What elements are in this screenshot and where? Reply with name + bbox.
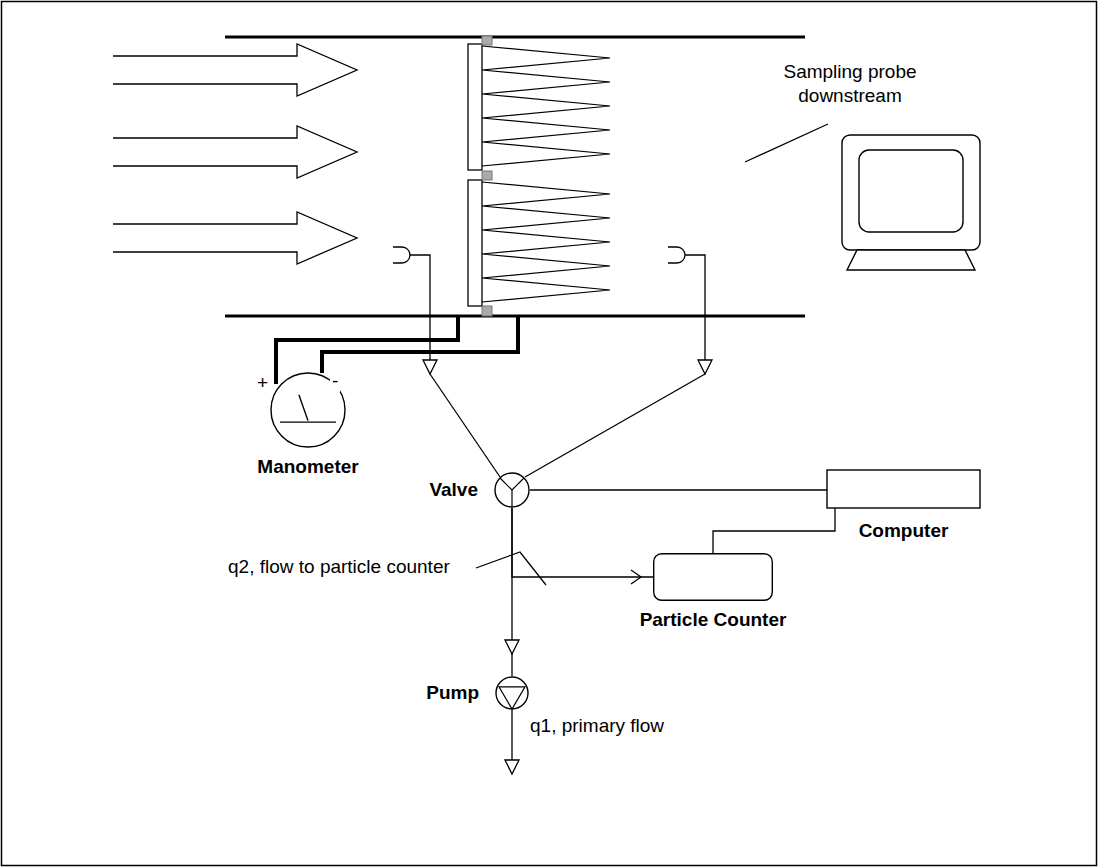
node-label: Computer (857, 520, 951, 542)
sampling-probes (393, 247, 712, 477)
duct-walls (225, 37, 805, 316)
node-outline (653, 553, 773, 601)
pressure-sign: - (330, 370, 340, 392)
node-label: Pump (424, 682, 481, 704)
node-label: Particle Counter (638, 609, 789, 631)
pump-symbol: Pump (495, 676, 529, 710)
flow-connector (713, 508, 835, 553)
flow-label: q2, flow to particle counter (226, 556, 452, 578)
node-outline (495, 676, 529, 710)
callout-text: Sampling probe downstream (773, 60, 927, 108)
flow-arrows (113, 44, 357, 264)
node-outline (494, 472, 530, 508)
node-outline (827, 135, 980, 508)
filter-pleats (482, 46, 610, 302)
outlet-line (505, 710, 519, 774)
particle-counter-box: Particle Counter (653, 553, 773, 601)
filter-frames (468, 44, 482, 306)
flow-label: q1, primary flow (528, 715, 666, 737)
valve-symbol: Valve (494, 472, 530, 508)
filter-seals (482, 36, 492, 316)
computer-icon: Computer (827, 135, 980, 508)
pressure-sign: + (255, 372, 270, 394)
flow-connector (530, 490, 827, 491)
node-label: Manometer (255, 456, 360, 478)
node-label: Valve (427, 479, 480, 501)
flow-connector (512, 508, 653, 584)
leader-lines (476, 124, 828, 585)
